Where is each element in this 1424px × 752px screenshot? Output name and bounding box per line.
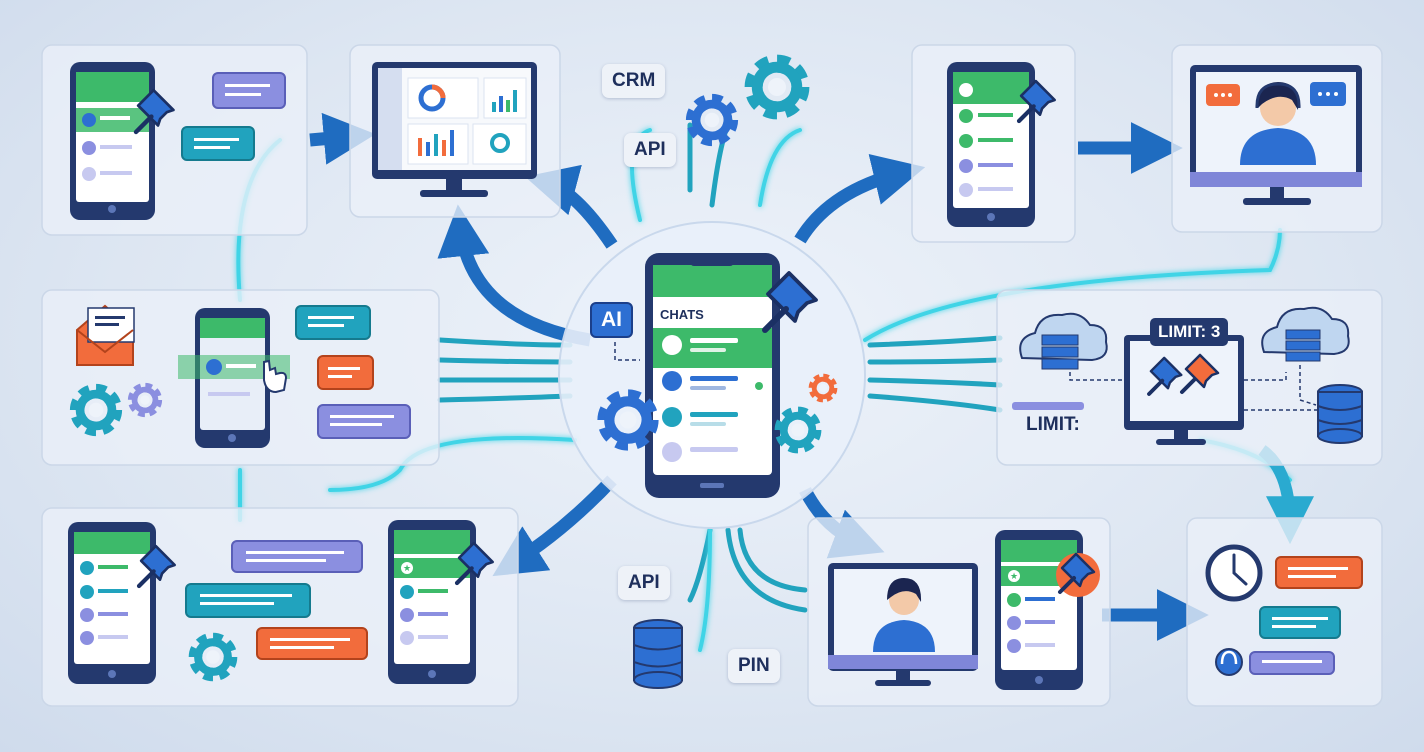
support-agent-monitor-small xyxy=(828,563,978,686)
svg-text:★: ★ xyxy=(403,564,411,574)
database-icon xyxy=(633,619,683,689)
envelope-icon xyxy=(76,304,135,366)
api-label-bottom: API xyxy=(618,566,670,600)
svg-text:★: ★ xyxy=(1010,572,1018,582)
phone-priority-pin: ★ xyxy=(995,530,1100,690)
phone-chat-list-panel xyxy=(70,62,155,220)
cursor-hand-icon xyxy=(263,359,288,394)
gear-icon xyxy=(606,398,650,442)
crm-label: CRM xyxy=(602,64,666,98)
gear-icon xyxy=(813,378,834,399)
gear-icon xyxy=(77,391,115,429)
limit-label-left: LIMIT: xyxy=(1026,414,1080,435)
gear-icon xyxy=(195,639,230,674)
headset-agent-icon xyxy=(1215,648,1243,676)
database-icon xyxy=(1317,384,1363,444)
chat-bubble-icon xyxy=(295,305,411,439)
limit-badge-top: LIMIT: 3 xyxy=(1150,318,1229,346)
api-label-top: API xyxy=(624,133,676,167)
chat-bubble-icon xyxy=(181,72,286,161)
chat-bubble-icon xyxy=(185,540,368,660)
pin-limit-monitor xyxy=(1124,335,1244,445)
phone-chat-panel xyxy=(178,308,290,448)
gear-icon xyxy=(133,388,158,413)
support-agent-monitor xyxy=(1190,65,1362,205)
ai-label: AI xyxy=(590,302,633,338)
phone-pinned-panel xyxy=(947,62,1035,227)
gear-icon xyxy=(754,64,801,111)
gear-icon xyxy=(781,413,815,447)
cloud-server-icon xyxy=(1019,306,1350,370)
gear-icon xyxy=(693,101,731,139)
chat-bubble-icon xyxy=(1249,556,1363,675)
pushpin-icon xyxy=(1180,353,1220,394)
chats-header-label: CHATS xyxy=(660,307,704,322)
central-phone xyxy=(645,253,780,498)
phone-pinned-chats-right: ★ xyxy=(388,520,476,684)
dashboard-monitor xyxy=(372,62,537,197)
clock-icon xyxy=(1205,544,1263,602)
phone-pinned-chats-left xyxy=(68,522,156,684)
pin-label: PIN xyxy=(728,649,780,683)
